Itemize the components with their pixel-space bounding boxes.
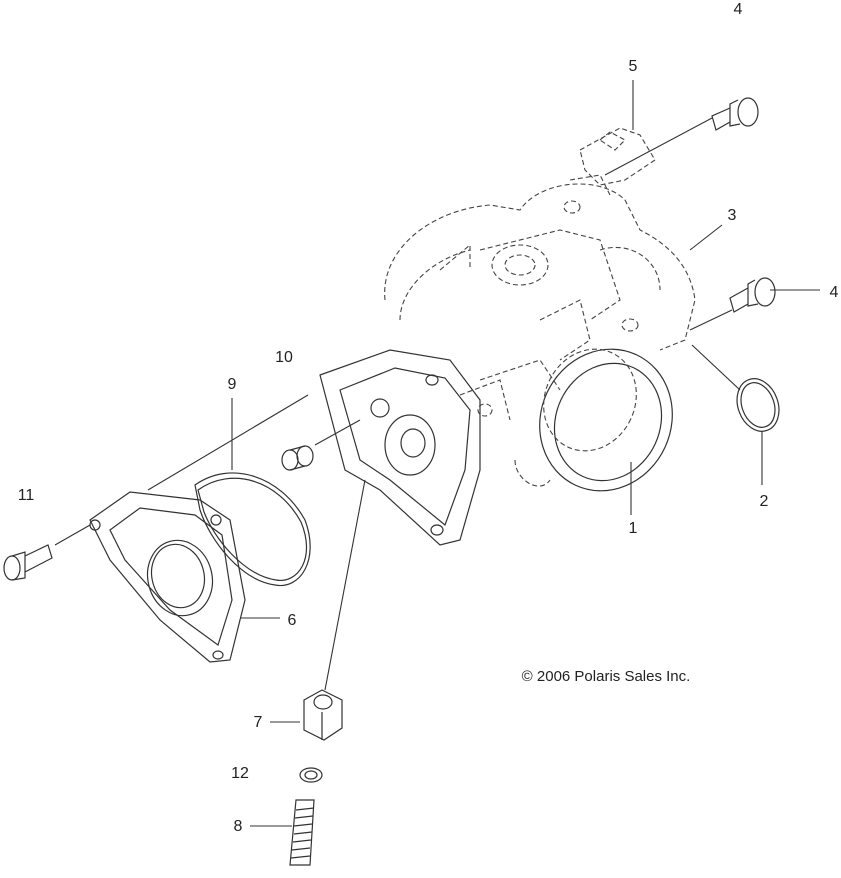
callout-label: 11 — [18, 487, 35, 504]
callout-label: 5 — [629, 58, 638, 75]
nut-7 — [303, 689, 343, 741]
screw-upper — [711, 97, 759, 131]
bushing — [281, 445, 314, 471]
screw-11 — [3, 544, 53, 581]
callout-label: 8 — [234, 818, 243, 835]
callout-label: 2 — [760, 493, 769, 510]
housing-cover — [319, 349, 481, 546]
leader-lines — [54, 80, 820, 827]
intake-cover — [539, 348, 673, 492]
callout-label: 7 — [254, 714, 263, 731]
callout-label: 1 — [629, 520, 638, 537]
callout-label: 9 — [228, 376, 237, 393]
callout-label: 6 — [288, 612, 297, 629]
copyright-text: © 2006 Polaris Sales Inc. — [522, 668, 691, 685]
callout-label: 12 — [231, 765, 249, 782]
o-ring-large — [194, 472, 311, 587]
throttle-body-outline — [384, 183, 696, 487]
screw-right — [729, 277, 776, 313]
callout-label: 4 — [734, 1, 743, 18]
callout-label: 3 — [728, 207, 737, 224]
end-cover-plate — [89, 491, 246, 663]
washer-12 — [299, 767, 323, 783]
callout-label: 4 — [830, 284, 839, 301]
stud-8 — [289, 799, 315, 866]
o-ring-small — [736, 378, 780, 432]
throttle-position-sensor — [569, 127, 656, 196]
callout-label: 10 — [275, 349, 293, 366]
